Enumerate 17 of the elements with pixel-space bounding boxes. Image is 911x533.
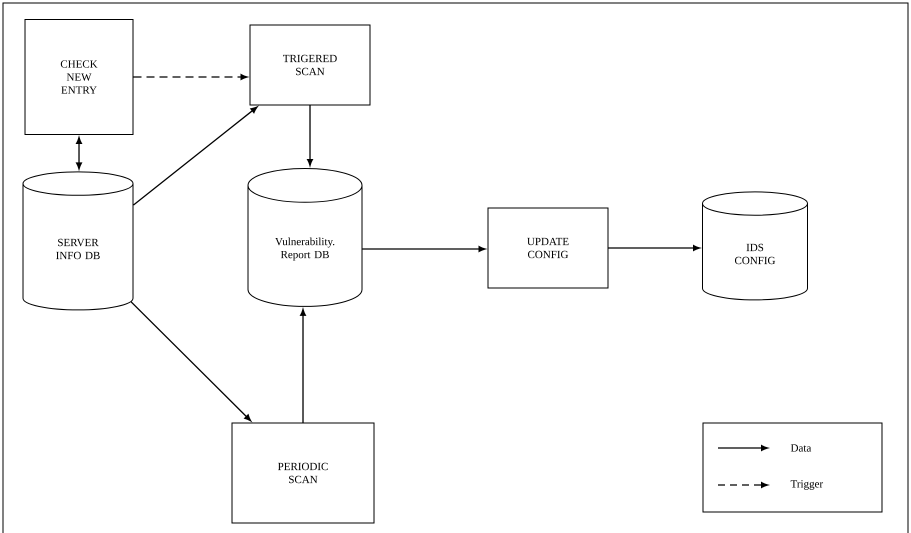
database-cylinder: SERVER INFO DB bbox=[22, 171, 134, 310]
arrow bbox=[608, 245, 700, 251]
database-cylinder: Vulnerability. Report DB bbox=[248, 168, 362, 307]
process-box: TRIGERED SCAN bbox=[250, 24, 370, 106]
arrow bbox=[300, 308, 306, 422]
arrow bbox=[134, 74, 248, 80]
arrow bbox=[307, 106, 313, 166]
legend-text: Trigger bbox=[790, 480, 824, 490]
database-cylinder: IDS CONFIG bbox=[702, 191, 808, 300]
arrow bbox=[133, 106, 258, 206]
process-box: PERIODIC SCAN bbox=[232, 422, 374, 524]
arrow bbox=[362, 246, 486, 252]
arrow bbox=[76, 136, 82, 170]
process-box: CHECK NEW ENTRY bbox=[24, 19, 134, 135]
process-box: UPDATE CONFIG bbox=[488, 208, 608, 288]
legend-text: Data bbox=[790, 444, 812, 452]
arrow bbox=[130, 301, 252, 422]
